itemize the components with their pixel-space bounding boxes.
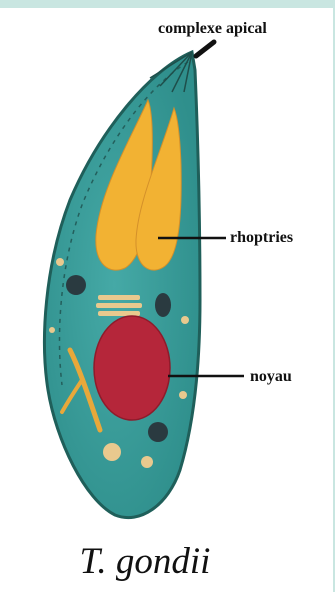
label-rhoptries: rhoptries bbox=[230, 229, 293, 247]
pointer-apical bbox=[196, 42, 214, 56]
label-apical-complex: complexe apical bbox=[158, 20, 267, 38]
vesicle bbox=[141, 456, 153, 468]
label-nucleus: noyau bbox=[250, 368, 292, 386]
vesicle bbox=[103, 443, 121, 461]
dense-granule bbox=[148, 422, 168, 442]
dense-granule bbox=[155, 293, 171, 317]
vesicle bbox=[181, 316, 189, 324]
vesicle bbox=[49, 327, 55, 333]
vesicle bbox=[56, 258, 64, 266]
dense-granule bbox=[66, 275, 86, 295]
vesicle bbox=[179, 391, 187, 399]
species-caption: T. gondii bbox=[0, 540, 290, 583]
golgi bbox=[96, 295, 142, 316]
nucleus bbox=[94, 316, 170, 420]
